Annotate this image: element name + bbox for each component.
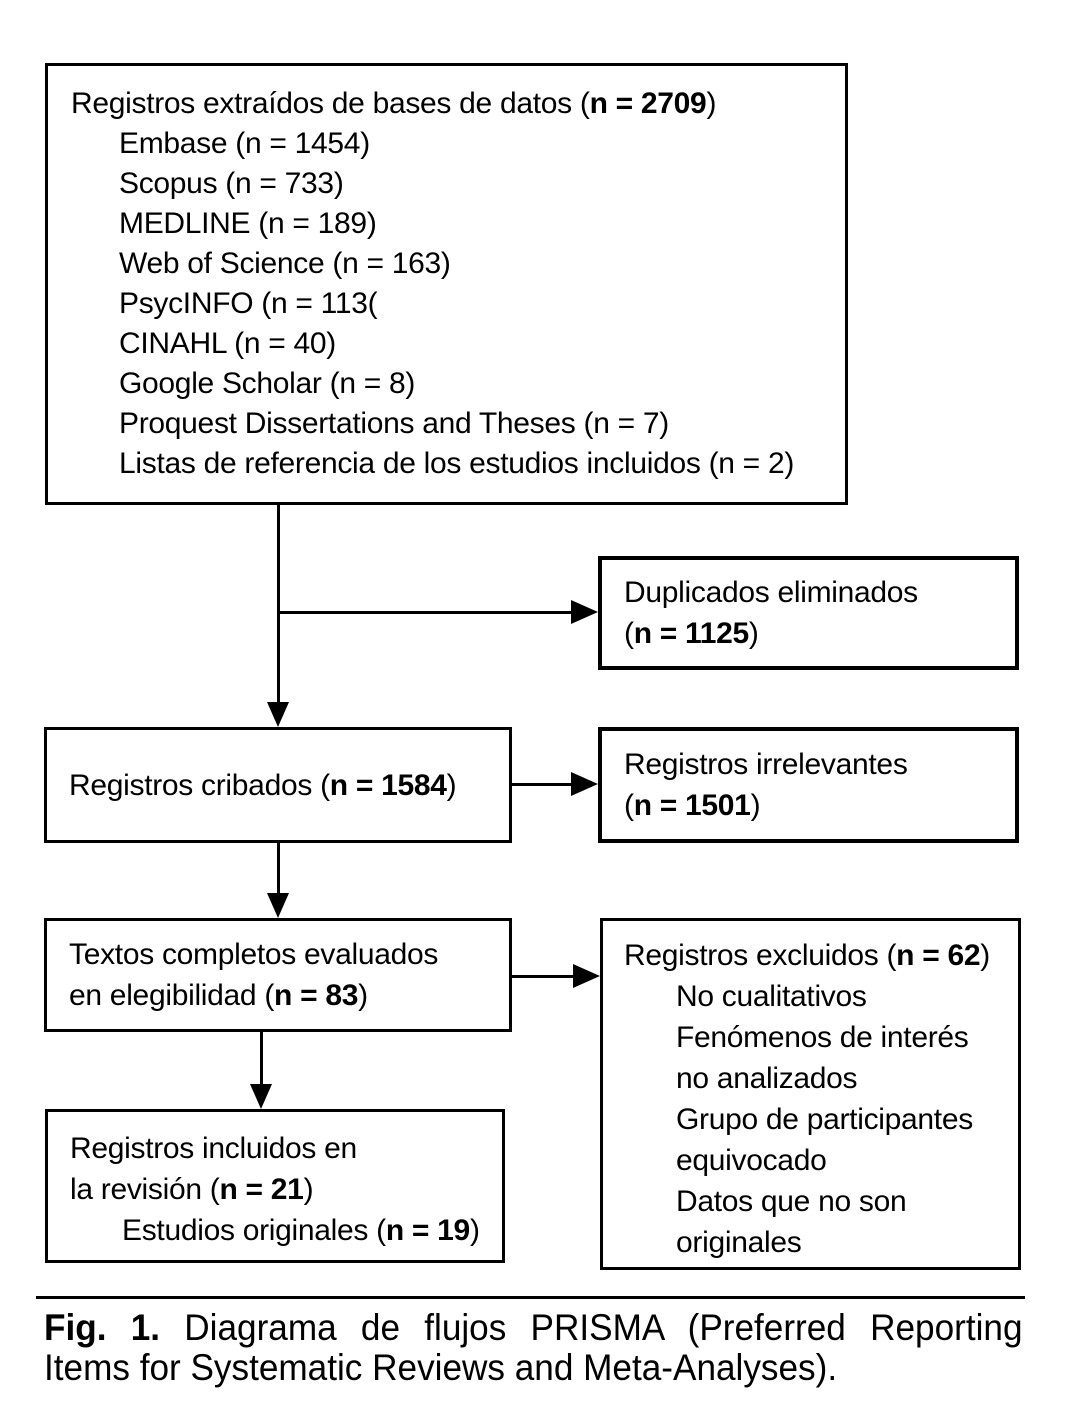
database-item: Google Scholar (n = 8) bbox=[119, 367, 416, 400]
figure-caption: Fig. 1. Diagrama de flujos PRISMA (Prefe… bbox=[44, 1308, 1023, 1388]
database-item: PsycINFO (n = 113( bbox=[119, 287, 378, 320]
duplicates-line2: (n = 1125) bbox=[624, 613, 1015, 654]
n-value: n = 62 bbox=[896, 939, 981, 972]
arrowhead-right-icon bbox=[571, 600, 598, 624]
label-text: Estudios originales ( bbox=[122, 1214, 386, 1247]
caption-line2: Items for Systematic Reviews and Meta-An… bbox=[44, 1347, 838, 1388]
duplicates-line1: Duplicados eliminados bbox=[624, 576, 918, 609]
connector-screened-irrelevant bbox=[512, 783, 571, 786]
included-line1: Registros incluidos en bbox=[70, 1132, 357, 1165]
n-value: n = 1125 bbox=[633, 617, 750, 650]
fulltext-assessed-box: Textos completos evaluados en elegibilid… bbox=[44, 918, 512, 1032]
caption-line1: Fig. 1. Diagrama de flujos PRISMA (Prefe… bbox=[44, 1308, 1023, 1348]
duplicates-removed-box: Duplicados eliminados (n = 1125) bbox=[598, 556, 1019, 670]
n-value: n = 1584 bbox=[329, 768, 447, 802]
database-item: Scopus (n = 733) bbox=[119, 167, 344, 200]
caption-text: Diagrama de flujos PRISMA (Preferred Rep… bbox=[160, 1307, 1023, 1348]
database-item: CINAHL (n = 40) bbox=[119, 327, 336, 360]
paren-open: ( bbox=[624, 789, 634, 822]
figure-label: Fig. 1. bbox=[44, 1307, 161, 1348]
records-included-box: Registros incluidos en la revisión (n = … bbox=[45, 1109, 505, 1263]
identification-title: Registros extraídos de bases de datos (n… bbox=[71, 84, 831, 124]
arrowhead-right-icon bbox=[573, 964, 600, 988]
database-item: MEDLINE (n = 189) bbox=[119, 207, 377, 240]
connector-fulltext-included bbox=[260, 1032, 263, 1086]
n-value: n = 19 bbox=[385, 1214, 470, 1247]
label-text: la revisión ( bbox=[70, 1173, 220, 1206]
arrowhead-down-icon bbox=[267, 702, 289, 727]
exclusion-reason: Grupo de participantes equivocado bbox=[676, 1103, 973, 1177]
database-item: Listas de referencia de los estudios inc… bbox=[119, 447, 795, 480]
exclusion-reasons: No cualitativos Fenómenos de interés no … bbox=[624, 976, 1008, 1263]
title-text-close: ) bbox=[706, 87, 717, 120]
paren-close: ) bbox=[469, 1214, 480, 1247]
connector-fulltext-excluded bbox=[512, 975, 573, 978]
label-text: Registros excluidos ( bbox=[624, 939, 897, 972]
connector-to-duplicates bbox=[278, 611, 571, 614]
paren-open: ( bbox=[624, 617, 634, 650]
exclusion-reason: Datos que no son originales bbox=[676, 1185, 907, 1259]
exclusion-reason: Fenómenos de interés no analizados bbox=[676, 1021, 969, 1095]
n-value: n = 2709 bbox=[589, 87, 707, 120]
arrowhead-right-icon bbox=[571, 772, 598, 796]
arrowhead-down-icon bbox=[250, 1084, 272, 1109]
excluded-title: Registros excluidos (n = 62) bbox=[624, 935, 1008, 976]
paren-close: ) bbox=[358, 979, 368, 1012]
label-text: en elegibilidad ( bbox=[69, 979, 275, 1012]
identification-box: Registros extraídos de bases de datos (n… bbox=[45, 63, 848, 505]
exclusion-reason: No cualitativos bbox=[676, 980, 867, 1013]
irrelevant-records-box: Registros irrelevantes (n = 1501) bbox=[598, 727, 1019, 843]
paren-close: ) bbox=[748, 617, 759, 650]
paren-close: ) bbox=[750, 789, 761, 822]
included-line2: la revisión (n = 21) bbox=[70, 1169, 492, 1210]
database-item: Proquest Dissertations and Theses (n = 7… bbox=[119, 407, 669, 440]
records-screened-box: Registros cribados (n = 1584) bbox=[44, 727, 512, 843]
label-text: Registros cribados ( bbox=[69, 768, 330, 802]
n-value: n = 1501 bbox=[633, 789, 751, 822]
database-item: Embase (n = 1454) bbox=[119, 127, 370, 160]
records-excluded-box: Registros excluidos (n = 62) No cualitat… bbox=[600, 918, 1021, 1270]
fulltext-line2: en elegibilidad (n = 83) bbox=[69, 975, 509, 1016]
connector-screened-fulltext bbox=[277, 843, 280, 895]
paren-close: ) bbox=[303, 1173, 314, 1206]
n-value: n = 83 bbox=[274, 979, 359, 1012]
connector-identification-screened bbox=[277, 505, 280, 704]
fulltext-line1: Textos completos evaluados bbox=[69, 938, 439, 971]
included-line3: Estudios originales (n = 19) bbox=[70, 1210, 492, 1251]
paren-close: ) bbox=[980, 939, 990, 972]
n-value: n = 21 bbox=[219, 1173, 304, 1206]
title-text: Registros extraídos de bases de datos ( bbox=[71, 87, 590, 120]
screened-line1: Registros cribados (n = 1584) bbox=[69, 765, 509, 806]
irrelevant-line2: (n = 1501) bbox=[624, 785, 1015, 826]
paren-close: ) bbox=[446, 768, 457, 802]
arrowhead-down-icon bbox=[267, 893, 289, 918]
caption-divider bbox=[36, 1296, 1025, 1299]
database-item: Web of Science (n = 163) bbox=[119, 247, 451, 280]
database-list: Embase (n = 1454) Scopus (n = 733) MEDLI… bbox=[71, 124, 831, 484]
irrelevant-line1: Registros irrelevantes bbox=[624, 748, 908, 781]
